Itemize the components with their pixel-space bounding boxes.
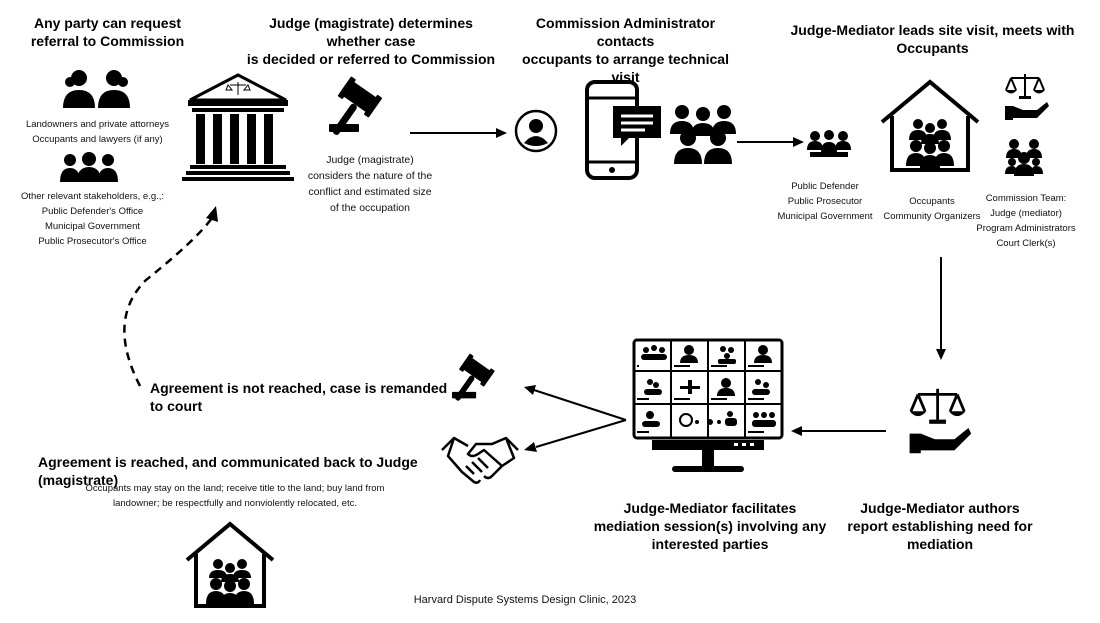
detail-line: landowner; be respectfully and nonviolen… [113,498,357,509]
group-icon [670,105,736,164]
gavel-icon [452,353,495,401]
step4-title: Judge-Mediator leads site visit, meets w… [790,22,1075,56]
step2-caption: Judge (magistrate) considers the nature … [300,152,440,216]
step2-title: Judge (magistrate) determines whether ca… [246,14,496,68]
user-circle-icon [514,109,558,153]
team-text: Program Administrators [976,223,1076,234]
outcome-reached-detail: Occupants may stay on the land; receive … [70,481,400,511]
step5-title: Judge-Mediator authors report establishi… [845,499,1035,553]
step1-group1: Landowners and private attorneys Occupan… [10,117,185,147]
step6-title-line: Judge-Mediator facilitates [623,500,797,516]
stakeholder-text: Landowners and private attorneys [25,119,170,130]
party-text: Municipal Government [777,211,873,222]
caption-line: considers the nature of the [307,170,433,182]
step2-title-line: Judge (magistrate) determines whether ca… [269,15,473,49]
step5-title-line: report establishing need for [847,518,1033,534]
party-text: Public Prosecutor [787,196,863,207]
step3-title-line: Commission Administrator contacts [535,15,716,49]
stakeholder-text: Other relevant stakeholders, e.g.,: [20,191,165,202]
flow-arrow [524,385,627,452]
team-text: Judge (mediator) [990,208,1062,219]
house-group-icon [185,521,275,608]
step5-title-line: mediation [906,536,974,552]
step1-title-line: referral to Commission [30,33,185,49]
team-text: Court Clerk(s) [996,238,1056,249]
phone-chat-icon [585,80,661,180]
flow-arrow [737,137,804,147]
house-group-icon [880,79,980,172]
step6-title: Judge-Mediator facilitates mediation ses… [590,499,830,553]
step5-title-line: Judge-Mediator authors [860,500,1020,516]
step6-title-line: mediation session(s) involving any [593,518,827,534]
occupant-text: Community Organizers [883,211,981,222]
flow-arrow [791,426,886,436]
people-icon [60,152,118,182]
flow-arrow [410,128,507,138]
step1-title-line: Any party can request [33,15,182,31]
step1-group2: Other relevant stakeholders, e.g.,: Publ… [5,189,180,249]
flow-arrow [936,257,946,360]
team-text: Commission Team: [985,193,1067,204]
caption-line: Judge (magistrate) [326,154,414,166]
video-grid-monitor-icon [632,338,784,472]
stakeholder-text: Public Defender's Office [41,206,144,217]
step3-title: Commission Administrator contacts occupa… [513,14,738,86]
step1-title: Any party can request referral to Commis… [20,14,195,50]
scales-hand-icon [909,388,972,454]
party-text: Public Defender [791,181,859,192]
outcome-not-reached: Agreement is not reached, case is remand… [150,380,448,414]
caption-line: conflict and estimated size [308,186,432,198]
stakeholder-text: Public Prosecutor's Office [38,236,147,247]
remand-arrow [123,206,218,387]
handshake-icon [441,436,519,484]
scales-hand-icon [1005,74,1049,120]
courthouse-icon [182,73,294,181]
outcome-reached: Agreement is reached, and communicated b… [38,454,418,488]
caption-line: of the occupation [330,202,410,214]
stakeholder-text: Municipal Government [44,221,141,232]
group-icon [807,130,851,157]
stakeholder-text: Occupants and lawyers (if any) [32,134,163,145]
step4-occupants: Occupants Community Organizers [872,194,992,224]
step6-title-line: interested parties [651,536,769,552]
credit: Harvard Dispute Systems Design Clinic, 2… [413,594,637,606]
group-icon [1005,139,1043,176]
step2-title-line: is decided or referred to Commission [246,51,496,67]
gavel-icon [329,76,382,135]
step3-parties: Public Defender Public Prosecutor Munici… [765,179,885,224]
detail-line: Occupants may stay on the land; receive … [85,483,385,494]
occupant-text: Occupants [909,196,955,207]
step4-team: Commission Team: Judge (mediator) Progra… [966,191,1086,251]
people-icon [63,70,130,108]
